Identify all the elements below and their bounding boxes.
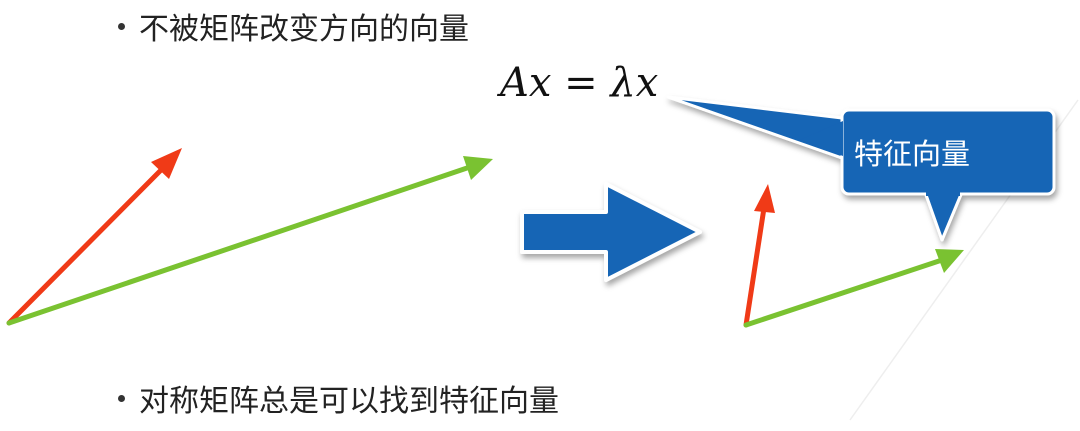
- transform-arrow-icon: [520, 182, 702, 282]
- transformed-red-vector: [743, 184, 775, 328]
- original-green-vector: [6, 156, 493, 326]
- bullet-item: 对称矩阵总是可以找到特征向量: [118, 376, 559, 420]
- callout-label: 特征向量: [854, 137, 971, 171]
- bullet-text: 对称矩阵总是可以找到特征向量: [139, 384, 559, 419]
- bullet-item: 不被矩阵改变方向的向量: [118, 4, 469, 48]
- bullet-text: 不被矩阵改变方向的向量: [139, 12, 469, 47]
- bullet-dot-icon: [118, 22, 125, 30]
- eigen-equation: Ax = λx: [500, 60, 659, 106]
- original-red-vector: [6, 148, 182, 326]
- transformed-green-vector: [743, 249, 964, 328]
- callout-bubble: [666, 95, 1056, 242]
- bullet-dot-icon: [118, 394, 125, 402]
